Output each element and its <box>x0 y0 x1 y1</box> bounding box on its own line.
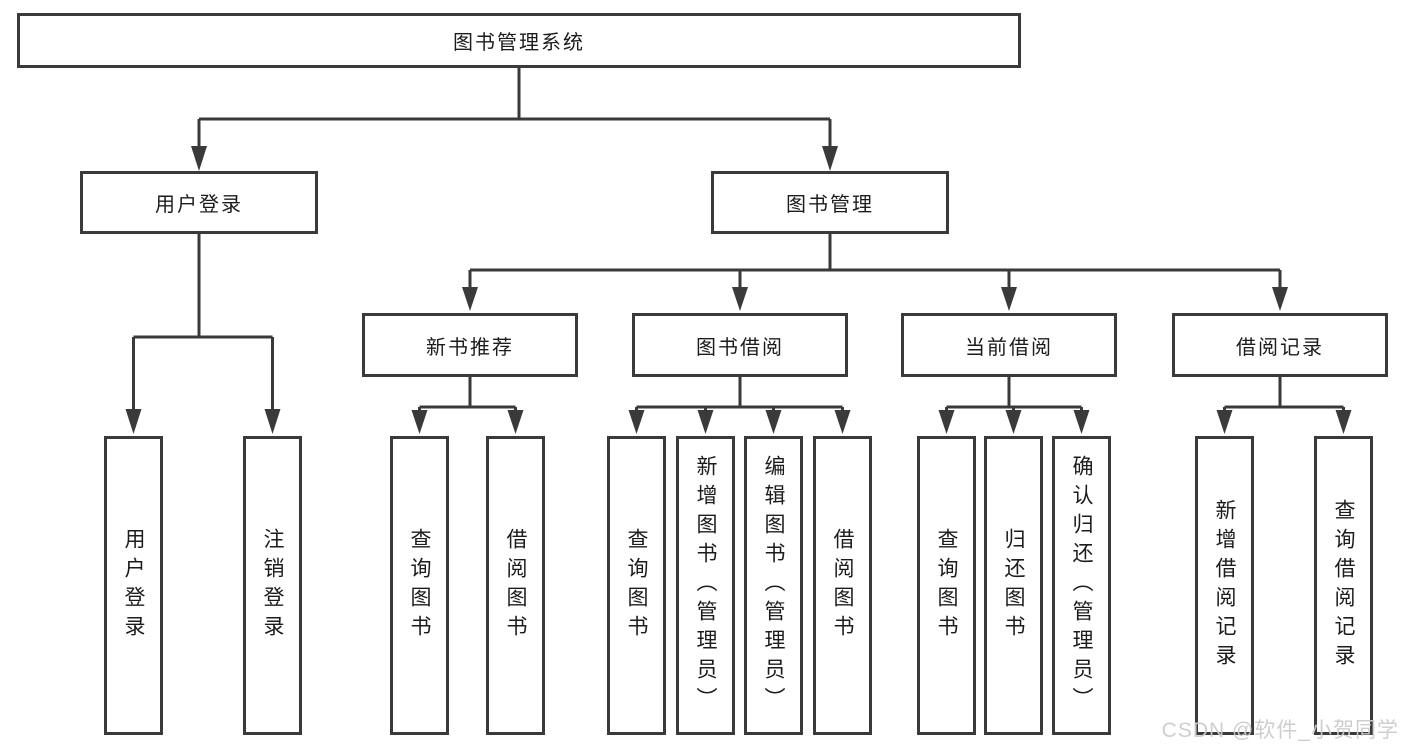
node-leaf-add-books-admin: 新增图书（管理员） <box>676 436 735 735</box>
node-leaf-edit-books-admin: 编辑图书（管理员） <box>744 436 803 735</box>
node-leaf-query-books-recommend-label: 查询图书 <box>408 527 431 644</box>
node-leaf-user-login: 用户登录 <box>104 436 163 735</box>
node-leaf-return-books: 归还图书 <box>984 436 1043 735</box>
node-leaf-edit-books-admin-label: 编辑图书（管理员） <box>762 455 785 716</box>
node-leaf-borrow-books-label: 借阅图书 <box>831 527 854 644</box>
node-leaf-logout-label: 注销登录 <box>261 527 284 644</box>
node-leaf-query-books-current: 查询图书 <box>917 436 976 735</box>
node-book-management-label: 图书管理 <box>786 194 874 216</box>
node-borrowing-records: 借阅记录 <box>1172 313 1388 377</box>
node-root: 图书管理系统 <box>17 13 1021 68</box>
node-leaf-query-books-current-label: 查询图书 <box>935 527 958 644</box>
node-leaf-query-borrow-record: 查询借阅记录 <box>1314 436 1373 735</box>
node-leaf-query-books-borrow-label: 查询图书 <box>625 527 648 644</box>
node-user-login-label: 用户登录 <box>155 194 243 216</box>
node-leaf-add-borrow-record-label: 新增借阅记录 <box>1213 498 1236 673</box>
node-leaf-borrow-books-recommend-label: 借阅图书 <box>504 527 527 644</box>
node-leaf-add-borrow-record: 新增借阅记录 <box>1195 436 1254 735</box>
node-book-borrowing-label: 图书借阅 <box>696 336 784 359</box>
node-leaf-confirm-return-admin-label: 确认归还（管理员） <box>1070 455 1093 716</box>
node-leaf-confirm-return-admin: 确认归还（管理员） <box>1052 436 1111 735</box>
node-borrowing-records-label: 借阅记录 <box>1236 336 1324 359</box>
node-leaf-add-books-admin-label: 新增图书（管理员） <box>694 455 717 716</box>
csdn-watermark: CSDN @软件_小贺同学 <box>1161 719 1399 742</box>
node-user-login: 用户登录 <box>80 171 318 234</box>
node-root-label: 图书管理系统 <box>453 32 585 54</box>
node-leaf-borrow-books: 借阅图书 <box>813 436 872 735</box>
node-book-borrowing: 图书借阅 <box>632 313 848 377</box>
node-current-borrowing-label: 当前借阅 <box>965 336 1053 359</box>
node-leaf-user-login-label: 用户登录 <box>122 527 145 644</box>
node-leaf-query-books-recommend: 查询图书 <box>390 436 449 735</box>
node-current-borrowing: 当前借阅 <box>901 313 1117 377</box>
node-new-book-recommend-label: 新书推荐 <box>426 336 514 359</box>
node-new-book-recommend: 新书推荐 <box>362 313 578 377</box>
node-book-management: 图书管理 <box>711 171 949 234</box>
node-leaf-query-books-borrow: 查询图书 <box>607 436 666 735</box>
node-leaf-borrow-books-recommend: 借阅图书 <box>486 436 545 735</box>
node-leaf-logout: 注销登录 <box>243 436 302 735</box>
node-leaf-return-books-label: 归还图书 <box>1002 527 1025 644</box>
node-leaf-query-borrow-record-label: 查询借阅记录 <box>1332 498 1355 673</box>
